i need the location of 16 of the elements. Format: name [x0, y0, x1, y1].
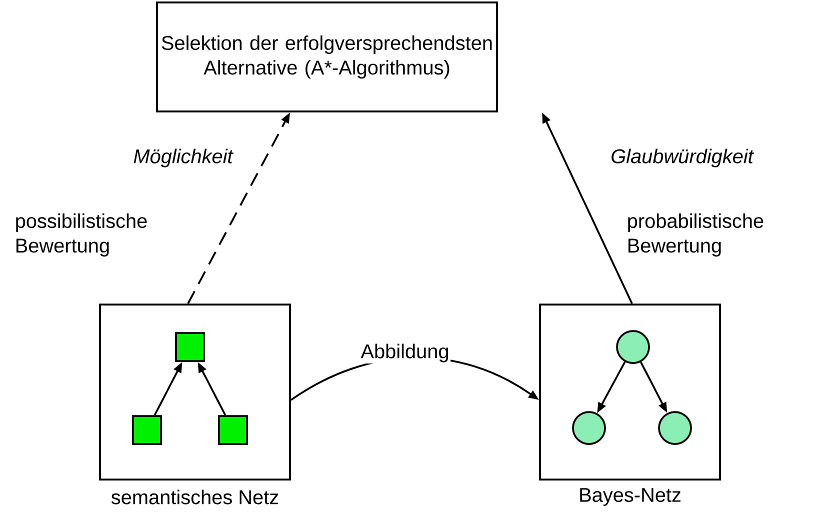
- panel-caption: semantisches Netz: [111, 490, 278, 504]
- annotation: possibilistische Bewertung: [16, 213, 147, 257]
- network-panel: [99, 304, 291, 480]
- circle-node: [658, 411, 692, 445]
- circle-node: [572, 411, 606, 445]
- annotation: probabilistische Bewertung: [628, 213, 764, 257]
- panel-caption: Bayes-Netz: [580, 488, 680, 506]
- process-box: Selektion der erfolgversprechendsten Alternative (A*-Algorithmus): [156, 2, 498, 112]
- square-node: [218, 415, 248, 445]
- circle-node: [616, 330, 650, 364]
- network-panel: [539, 304, 721, 480]
- edge-label: Möglichkeit: [132, 148, 234, 168]
- square-node: [175, 332, 205, 362]
- edge-label: Abbildung: [360, 342, 450, 364]
- square-node: [132, 415, 162, 445]
- edge-label: Glaubwürdigkeit: [609, 148, 755, 168]
